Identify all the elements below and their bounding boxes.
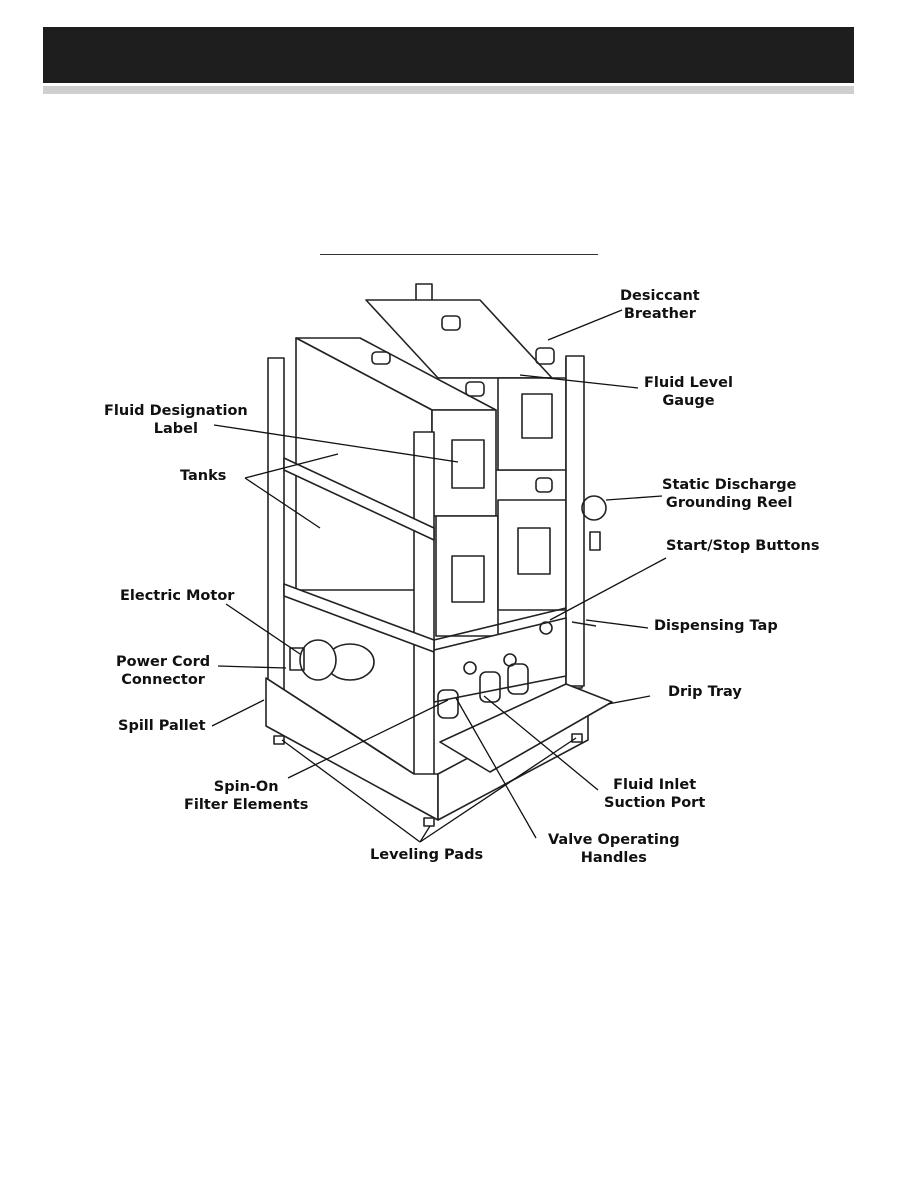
header-stripe <box>43 86 854 94</box>
callout-start-stop-buttons: Start/Stop Buttons <box>666 537 819 555</box>
label-line: Fluid Designation <box>104 403 248 419</box>
label-line: Fluid Level <box>644 375 733 391</box>
label-line: Electric Motor <box>120 588 235 604</box>
callout-electric-motor: Electric Motor <box>120 587 234 605</box>
label-line: Breather <box>623 306 696 322</box>
callout-leveling-pads: Leveling Pads <box>370 846 483 864</box>
label-line: Power Cord <box>116 654 211 670</box>
callout-fluid-designation-label: Fluid Designation Label <box>104 402 248 438</box>
callout-fluid-level-gauge: Fluid Level Gauge <box>644 374 733 410</box>
label-line: Valve Operating <box>548 832 680 848</box>
callout-desiccant-breather: Desiccant Breather <box>620 287 700 323</box>
label-line: Spin-On <box>213 779 279 795</box>
callout-spin-on-filter-elements: Spin-On Filter Elements <box>184 778 308 814</box>
figure-title-rule <box>320 254 598 255</box>
header-bar <box>43 27 854 83</box>
label-line: Leveling Pads <box>370 847 484 863</box>
label-line: Tanks <box>180 468 227 484</box>
callout-tanks: Tanks <box>180 467 226 485</box>
label-line: Handles <box>580 850 647 866</box>
callout-spill-pallet: Spill Pallet <box>118 717 206 735</box>
callout-fluid-inlet-suction-port: Fluid Inlet Suction Port <box>604 776 705 812</box>
callout-power-cord-connector: Power Cord Connector <box>116 653 210 689</box>
label-line: Filter Elements <box>184 797 309 813</box>
label-line: Static Discharge <box>662 477 797 493</box>
label-line: Spill Pallet <box>118 718 206 734</box>
label-line: Grounding Reel <box>665 495 793 511</box>
callout-valve-operating-handles: Valve Operating Handles <box>548 831 680 867</box>
label-line: Desiccant <box>620 288 700 304</box>
callout-dispensing-tap: Dispensing Tap <box>654 617 778 635</box>
callout-static-discharge-grounding-reel: Static Discharge Grounding Reel <box>662 476 796 512</box>
label-line: Drip Tray <box>668 684 742 700</box>
label-line: Gauge <box>662 393 715 409</box>
callout-drip-tray: Drip Tray <box>668 683 742 701</box>
label-line: Suction Port <box>604 795 706 811</box>
label-line: Connector <box>121 672 205 688</box>
label-line: Start/Stop Buttons <box>666 538 820 554</box>
label-line: Label <box>153 421 198 437</box>
label-line: Fluid Inlet <box>613 777 697 793</box>
label-line: Dispensing Tap <box>654 618 778 634</box>
